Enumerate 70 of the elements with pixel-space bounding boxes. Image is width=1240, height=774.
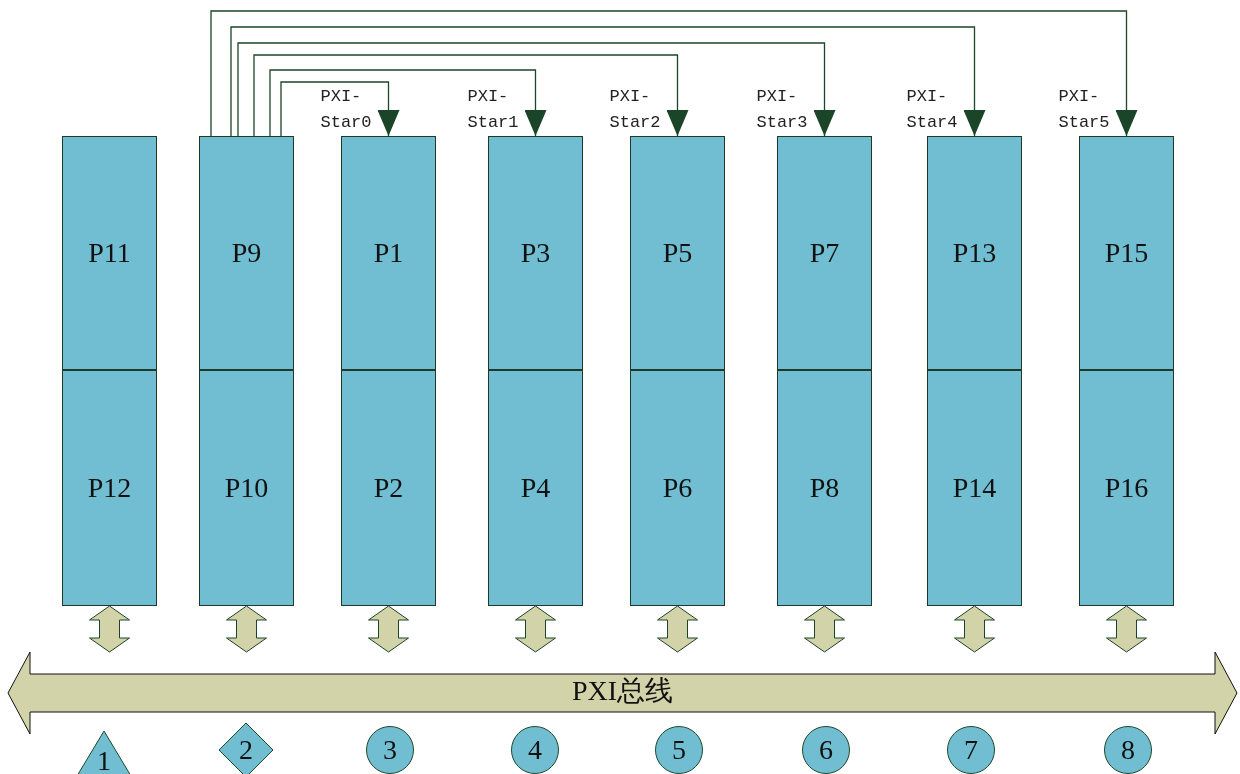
slot-box [1079,370,1174,606]
slot-box [777,370,872,606]
slot-box [199,370,294,606]
slot-label: P16 [1104,474,1149,502]
slot-number-circle [802,726,850,774]
slot-label: P13 [952,239,997,267]
slot-box [630,370,725,606]
edge-label: PXI-Star3 [756,86,809,134]
slot-number: 3 [383,736,397,764]
slot-number: 2 [239,736,253,764]
slot-number-circle [1104,726,1152,774]
double-arrow [1106,605,1147,653]
slot-box [199,136,294,370]
slot-number-triangle [77,731,131,774]
slot-label: P4 [520,474,551,502]
slot-number: 4 [528,736,542,764]
arrow [237,42,836,137]
arrow [280,81,400,137]
slot-number-circle [366,726,414,774]
arrow [253,54,689,137]
arrow [210,10,1138,137]
edge-label: PXI-Star2 [609,86,662,134]
slot-box [927,136,1022,370]
slot-label: P2 [373,474,404,502]
arrow [269,69,547,137]
slot-box [341,370,436,606]
slot-box [1079,136,1174,370]
slot-box [488,370,583,606]
slot-box [62,136,157,370]
slot-label: P6 [662,474,693,502]
double-arrow [368,605,409,653]
slot-label: P10 [224,474,269,502]
slot-box [777,136,872,370]
slot-label: P1 [373,239,404,267]
bus-label: PXI总线 [571,677,674,705]
slot-number: 5 [672,736,686,764]
double-arrow [89,605,130,653]
slot-box [341,136,436,370]
slot-number: 8 [1121,736,1135,764]
edge-label: PXI-Star4 [906,86,959,134]
slot-label: P14 [952,474,997,502]
bus-arrow [8,652,1237,734]
slot-label: P3 [520,239,551,267]
slot-label: P8 [809,474,840,502]
slot-number-diamond [219,723,273,774]
double-arrow [515,605,556,653]
slot-box [927,370,1022,606]
slot-box [630,136,725,370]
slot-number: 7 [964,736,978,764]
slot-number: 1 [97,746,111,774]
double-arrow [657,605,698,653]
slot-label: P7 [809,239,840,267]
slot-label: P12 [87,474,132,502]
slot-number-circle [655,726,703,774]
slot-box [488,136,583,370]
slot-label: P5 [662,239,693,267]
slot-number-circle [947,726,995,774]
slot-label: P11 [88,239,131,267]
edge-label: PXI-Star0 [320,86,373,134]
double-arrow [226,605,267,653]
arrow [230,26,986,137]
edge-label: PXI-Star5 [1058,86,1111,134]
double-arrow [954,605,995,653]
slot-label: P9 [231,239,262,267]
double-arrow [804,605,845,653]
slot-box [62,370,157,606]
slot-number-circle [511,726,559,774]
slot-label: P15 [1104,239,1149,267]
slot-number: 6 [819,736,833,764]
edge-label: PXI-Star1 [467,86,520,134]
